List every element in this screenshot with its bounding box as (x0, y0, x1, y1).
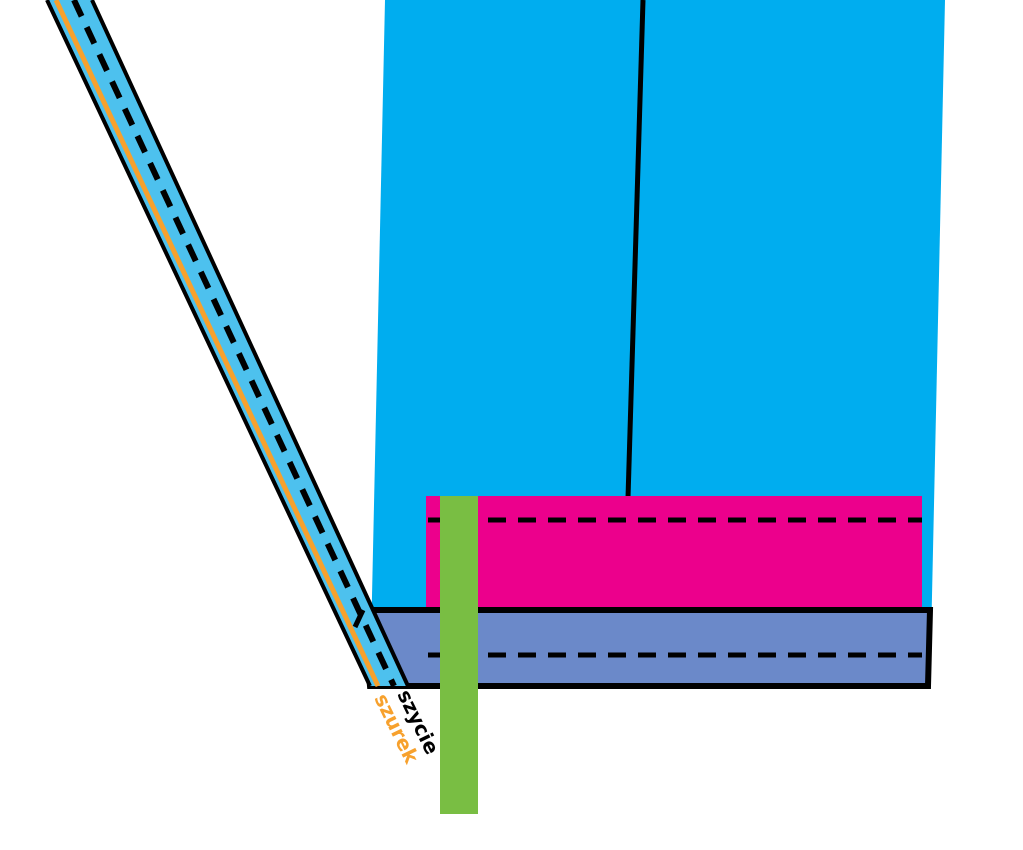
cord-line (53, 0, 381, 688)
diagonal-strap (47, 0, 408, 686)
magenta-band (426, 496, 922, 610)
strap-stitch-line (71, 0, 397, 688)
green-strip (440, 496, 478, 814)
strap-edge-left (45, 0, 372, 687)
strap-edge-right (90, 0, 410, 687)
center-seam-line (625, 0, 646, 499)
strap-fold-outline (352, 608, 366, 629)
